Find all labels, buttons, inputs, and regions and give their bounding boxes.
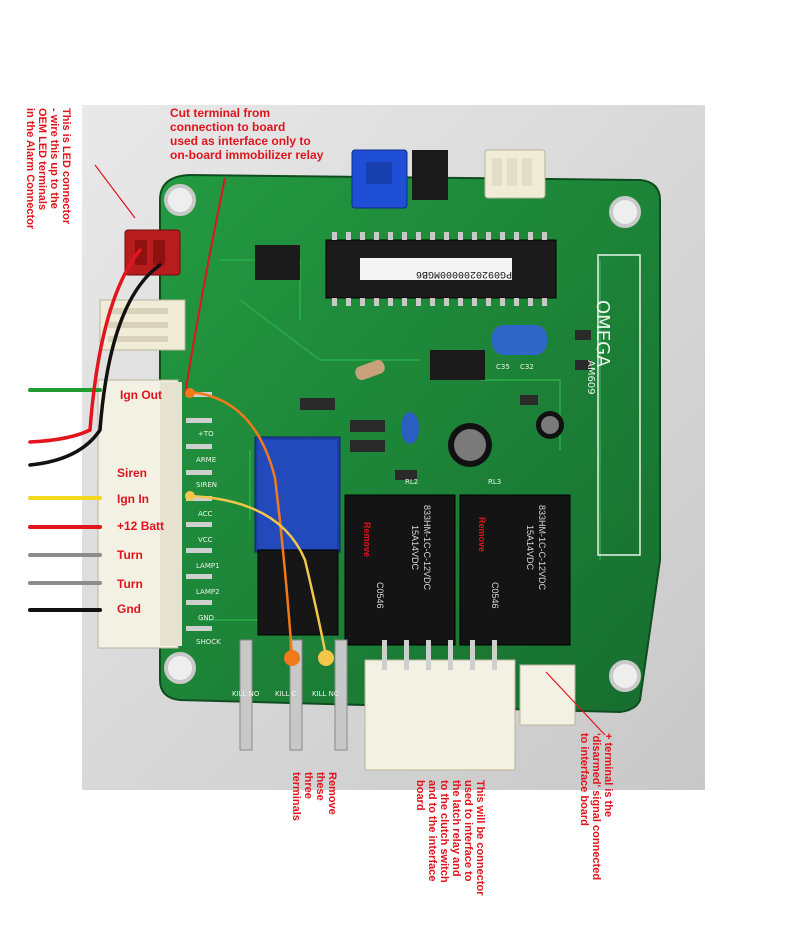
pin-label-turn-1: Turn (117, 548, 143, 562)
relay-rating-right: 15A14VDC (525, 525, 535, 571)
relay-right (459, 494, 571, 646)
side-small-connector (519, 664, 576, 726)
small-ic (255, 245, 300, 280)
relay-small-black (257, 549, 339, 636)
relay-model-left: 833HM-1C-C-12VDC (422, 505, 432, 591)
mounting-hole (164, 652, 196, 684)
smd-components (300, 330, 591, 480)
relay-remove-label-right: Remove (477, 517, 487, 553)
relay-code-left: C0546 (375, 582, 385, 609)
pin-label-ign-out: Ign Out (120, 388, 162, 402)
pin-label-turn-2: Turn (117, 577, 143, 591)
pin-label-siren: Siren (117, 466, 148, 480)
pin-label-12-batt: +12 Batt (117, 519, 165, 533)
mounting-hole (164, 184, 196, 216)
pin-label-gnd: Gnd (117, 602, 141, 616)
board-model: AM609 (585, 360, 596, 395)
board-brand: OMEGA (592, 300, 613, 368)
annotation-interface-connector: This will be connector used to interface… (414, 780, 486, 896)
annotation-lines (94, 164, 606, 736)
harness-wires (28, 248, 162, 612)
yellow-marker (185, 491, 195, 501)
silk-label: +TO (198, 430, 214, 438)
spade-terminals (239, 639, 348, 751)
led-connector (124, 229, 181, 276)
brand-silk-box (597, 254, 641, 556)
silk-label: GND (198, 614, 215, 622)
silk-label: KILL NO (232, 690, 260, 698)
silk-label: C32 (520, 363, 534, 371)
mounting-hole (609, 660, 641, 692)
mounting-hole (609, 196, 641, 228)
silk-label: SHOCK (196, 638, 221, 646)
small-ic (430, 350, 485, 380)
annotation-remove-terminals: Remove these three terminals (290, 772, 338, 821)
annotation-led-connector: This is LED connector - wire this up to … (24, 108, 72, 230)
resistor (355, 359, 385, 381)
relay-code-right: C0546 (490, 582, 500, 609)
crystal (492, 325, 547, 355)
chip-marking: PG0920200000MGB6 (415, 268, 512, 279)
silk-label: VCC (198, 536, 213, 544)
silk-label: SIREN (196, 481, 218, 489)
relay-left (344, 494, 456, 646)
relay-remove-label-left: Remove (362, 522, 372, 558)
yellow-marker (318, 650, 334, 666)
black-jumper (412, 150, 448, 200)
silk-label: KILL C (275, 690, 297, 698)
silk-label: C35 (496, 363, 510, 371)
silk-label: LAMP1 (196, 562, 220, 570)
bottom-connector (364, 659, 516, 771)
silk-label: RL2 (405, 478, 419, 486)
silk-label: ACC (198, 510, 213, 518)
relay-rating-left: 15A14VDC (410, 525, 420, 571)
annotation-plus-terminal: + terminal is the 'disarmed' signal conn… (578, 733, 614, 881)
blue-capacitor (401, 412, 419, 444)
silk-label: KILL NC (312, 690, 339, 698)
silk-label: ARME (196, 456, 217, 464)
orange-marker (185, 388, 195, 398)
pin-label-ign-in: Ign In (117, 492, 149, 506)
orange-marker (284, 650, 300, 666)
silk-label: LAMP2 (196, 588, 220, 596)
annotation-cut-terminal: Cut terminal from connection to board us… (170, 106, 324, 162)
silk-label: RL3 (488, 478, 502, 486)
relay-model-right: 833HM-1C-C-12VDC (537, 505, 547, 591)
